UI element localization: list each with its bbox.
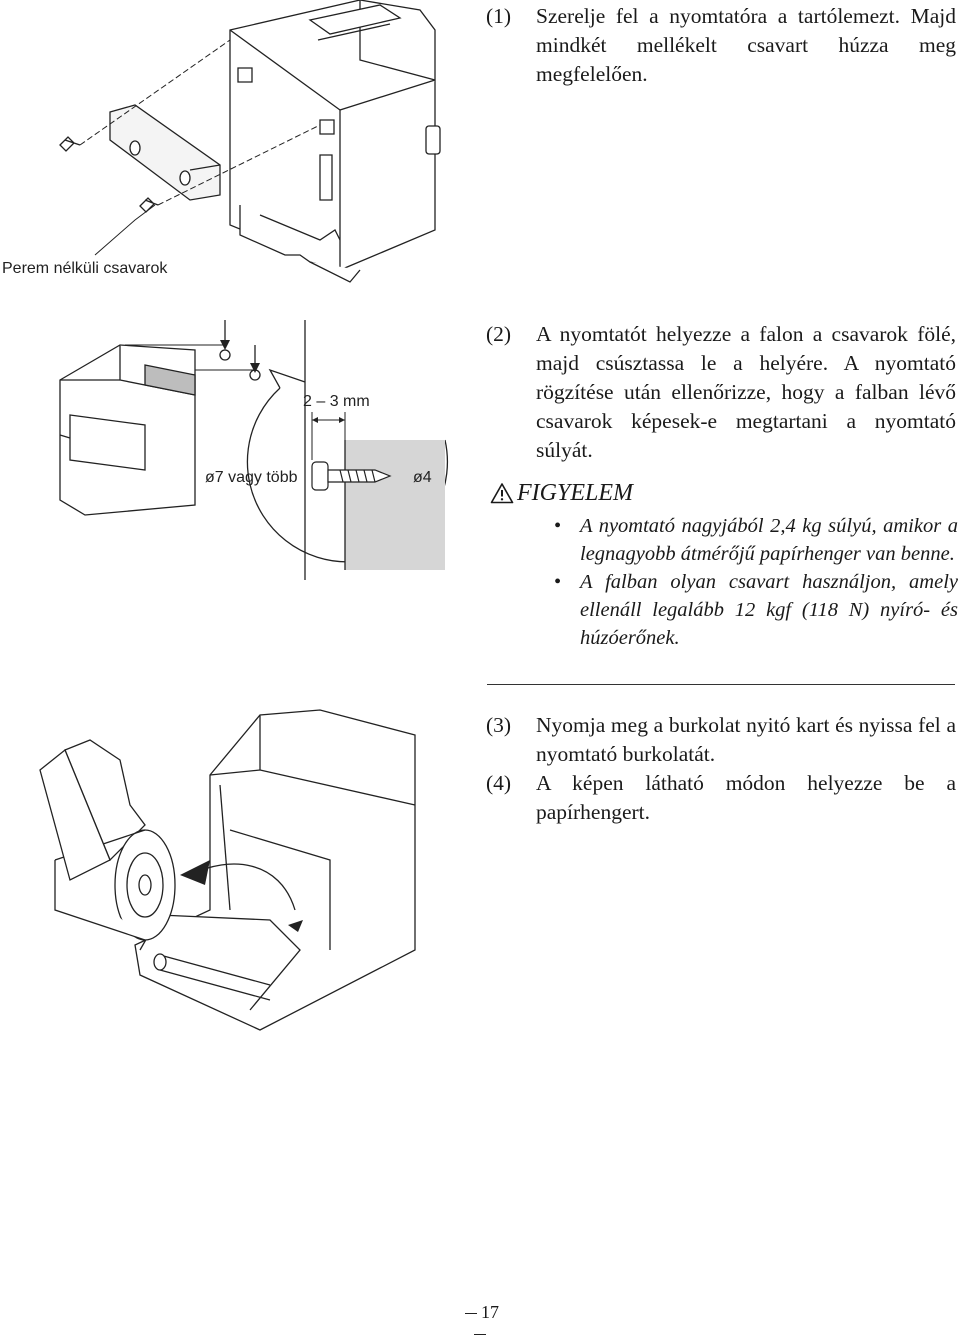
step-3-number: (3) — [486, 713, 512, 737]
step-4-text: A képen látható módon helyezze be a papí… — [536, 771, 956, 824]
caution-item: • A falban olyan csavart használjon, ame… — [490, 568, 958, 652]
caution-list: • A nyomtató nagyjából 2,4 kg súlyú, ami… — [490, 512, 958, 652]
step-1-text: Szerelje fel a nyomtatóra a tartólemezt.… — [536, 4, 956, 86]
figure-paper-roll-insertion — [30, 710, 430, 1040]
figure-wall-mounting — [55, 320, 445, 580]
figure-bracket-mounting — [40, 0, 450, 290]
bullet: • — [554, 571, 562, 593]
bullet: • — [554, 515, 562, 537]
label-head-diameter: ø7 vagy több — [205, 469, 298, 486]
step-1: (1) Szerelje fel a nyomtatóra a tartólem… — [486, 2, 956, 89]
label-flangeless-screws: Perem nélküli csavarok — [2, 260, 168, 277]
dash-left — [465, 1313, 477, 1315]
caution-title: FIGYELEM — [517, 480, 633, 506]
step-3: (3) Nyomja meg a burkolat nyitó kart és … — [486, 711, 956, 769]
step-2-text: A nyomtatót helyezze a falon a csavarok … — [536, 322, 956, 462]
step-4-number: (4) — [486, 771, 512, 795]
label-shaft-diameter: ø4 — [413, 469, 432, 486]
step-4: (4) A képen látható módon helyezze be a … — [486, 769, 956, 827]
step-2: (2) A nyomtatót helyezze a falon a csava… — [486, 320, 956, 465]
step-1-number: (1) — [486, 4, 512, 28]
dash-right — [474, 1334, 486, 1336]
label-gap-dimension: 2 – 3 mm — [303, 393, 370, 410]
warning-triangle-icon — [490, 483, 514, 504]
caution-item-text: A falban olyan csavart használjon, amely… — [580, 571, 958, 649]
page-number-value: 17 — [481, 1302, 499, 1322]
page-number: 17 — [452, 1302, 508, 1344]
step-2-number: (2) — [486, 322, 512, 346]
caution-item: • A nyomtató nagyjából 2,4 kg súlyú, ami… — [490, 512, 958, 568]
caution-divider — [487, 684, 955, 685]
caution-heading: FIGYELEM — [490, 478, 958, 508]
step-3-text: Nyomja meg a burkolat nyitó kart és nyis… — [536, 713, 956, 766]
caution-item-text: A nyomtató nagyjából 2,4 kg súlyú, amiko… — [580, 515, 958, 565]
caution-block: FIGYELEM • A nyomtató nagyjából 2,4 kg s… — [487, 478, 958, 685]
